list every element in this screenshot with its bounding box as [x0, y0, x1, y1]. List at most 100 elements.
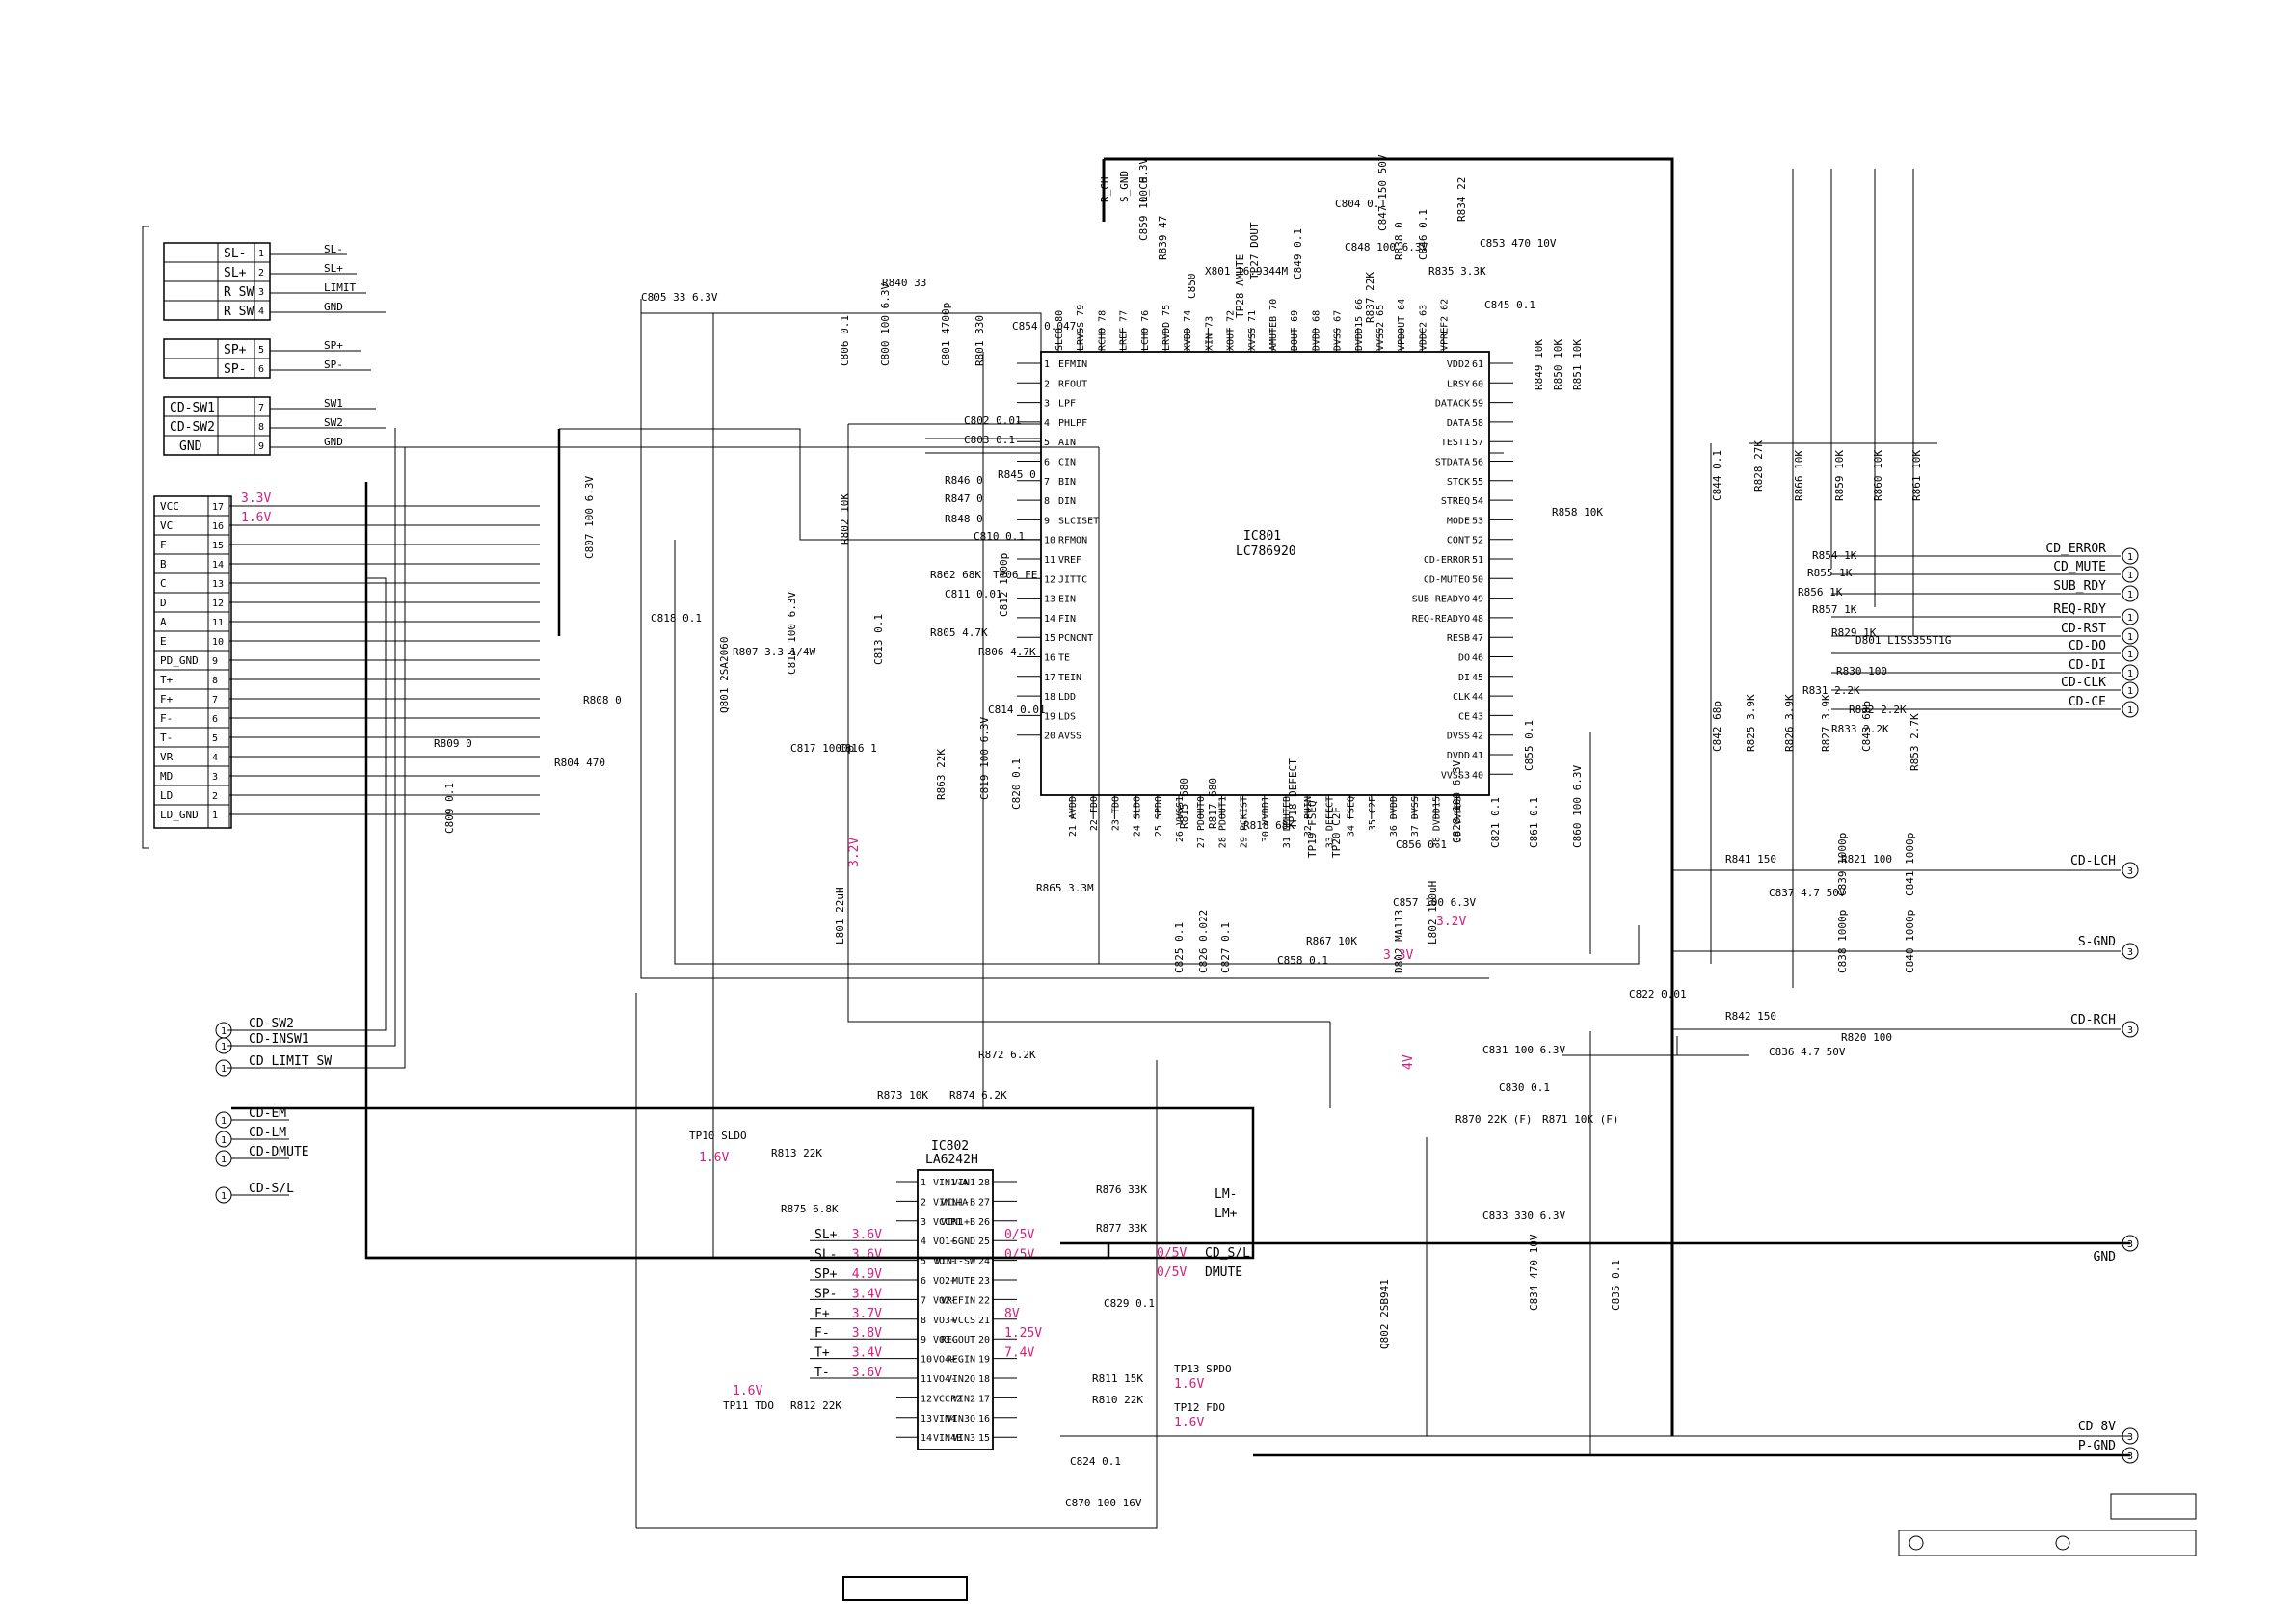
ic802-pin-name: VCCS	[952, 1316, 975, 1326]
sled-pin-number: 3	[258, 287, 264, 298]
ic801-pin-number: 17	[1044, 673, 1055, 683]
ic802-output-net: T+	[814, 1346, 830, 1361]
ic802-pin-voltage: 0/5V	[1004, 1228, 1034, 1242]
ic801-pin-number: 2	[1044, 379, 1050, 389]
ic802-pin-name: VCCP1	[933, 1217, 962, 1228]
component-label: C826 0.022	[1197, 910, 1210, 973]
offpage-connector-icon	[2122, 1021, 2139, 1038]
ic801-pin-name: SUB-READYO	[1412, 595, 1470, 605]
pickup-pin-label: F	[160, 539, 167, 551]
ic802-pin-number: 7	[921, 1295, 926, 1306]
ic801-pin-label: 36 DVDD	[1389, 796, 1400, 837]
ic802-part: LA6242H	[925, 1153, 978, 1167]
ic802-output-voltage: 3.8V	[852, 1326, 882, 1341]
hole-marker-icon	[2055, 1535, 2070, 1551]
ic801-pin-number: 12	[1044, 574, 1055, 585]
component-label: R849 10K	[1533, 339, 1545, 390]
ic802-pin-name: SGND	[952, 1237, 975, 1247]
ic801-pin-name: BIN	[1058, 477, 1076, 488]
ic802-pin-name: VO3+	[933, 1316, 956, 1326]
component-label: R859 10K	[1833, 450, 1846, 501]
left-port-label: CD-SW2	[249, 1017, 294, 1031]
offpage-connector-icon	[2122, 585, 2139, 602]
ic802-pin-number: 14	[921, 1433, 932, 1444]
ic801-pin-name: REQ-READYO	[1412, 614, 1470, 625]
ic802-pin-name: VIN1-B	[941, 1197, 975, 1208]
left-port-label: CD-INSW1	[249, 1032, 309, 1047]
ic802-output-net: SL-	[814, 1248, 837, 1263]
offpage-connector-number: 1	[221, 1116, 227, 1127]
component-label: TP27 DOUT	[1248, 222, 1261, 279]
ic802-pin-number: 5	[921, 1257, 926, 1267]
component-label: R831 2.2K	[1802, 684, 1860, 697]
ic801-pin-name: CE	[1458, 711, 1470, 722]
ic801-pin-name: LRSY	[1447, 379, 1470, 389]
component-label: C840 1000p	[1904, 910, 1916, 973]
ic801-pin-name: DATA	[1447, 418, 1470, 429]
ic802-pin-number: 16	[978, 1414, 990, 1424]
spindle-pin-number: 6	[258, 364, 264, 375]
ic802-pin-name: REGIN	[947, 1355, 975, 1366]
pickup-pin-number: 7	[212, 695, 218, 705]
switch-pin-number: 7	[258, 403, 264, 413]
component-label: R839 47	[1157, 216, 1169, 260]
pickup-pin-label: MD	[160, 770, 173, 783]
component-label: R835 3.3K	[1428, 265, 1486, 278]
ic801-pin-label: XVDD 74	[1183, 310, 1193, 351]
component-label: R804 470	[554, 757, 605, 769]
pickup-pin-number: 1	[212, 811, 218, 821]
offpage-connector-number: 1	[2127, 552, 2133, 563]
ic801-pin-number: 48	[1472, 614, 1483, 625]
port-label: CD-DO	[2069, 639, 2106, 653]
ic801-pin-number: 51	[1472, 555, 1483, 566]
component-label: C859 100 6.3V	[1137, 158, 1150, 241]
spindle-pin-number: 5	[258, 345, 264, 356]
pickup-pin-number: 14	[212, 560, 224, 571]
component-label: C809 0.1	[443, 783, 456, 834]
component-label: R833 2.2K	[1831, 723, 1889, 735]
ic802-pin-name: VIN1-SW	[935, 1257, 976, 1267]
ic801-pin-number: 49	[1472, 595, 1483, 605]
ic801-pin-label: 24 SLDO	[1133, 796, 1143, 837]
offpage-connector-number: 3	[2127, 1451, 2133, 1462]
ic801-pin-name: EIN	[1058, 595, 1076, 605]
ic801-pin-number: 50	[1472, 574, 1483, 585]
offpage-connector-icon	[2122, 664, 2139, 681]
ic801-pin-name: DVSS	[1447, 732, 1470, 742]
pickup-pin-label: E	[160, 635, 167, 648]
ic802-pin-name: VO2-	[933, 1295, 956, 1306]
component-label: C849 0.1	[1292, 228, 1304, 279]
ic801-pin-number: 46	[1472, 653, 1483, 664]
top-net-label: S_GND	[1118, 171, 1131, 202]
ic802-pin-number: 27	[978, 1197, 990, 1208]
ic801-pin-number: 47	[1472, 633, 1483, 644]
offpage-connector-icon	[2122, 547, 2139, 565]
sled-net: GND	[324, 301, 343, 313]
port-label: CD-CE	[2069, 695, 2106, 709]
port-label: SUB_RDY	[2053, 579, 2106, 594]
ic801-pin-name: DIN	[1058, 496, 1076, 507]
component-label: C817 1000p	[790, 742, 854, 755]
ic801-pin-name: LDD	[1058, 692, 1076, 703]
pickup-pin-number: 12	[212, 599, 224, 609]
ic802-output-voltage: 3.6V	[852, 1248, 882, 1263]
component-label: C811 0.01	[945, 588, 1002, 600]
ic801-pin-name: LPF	[1058, 399, 1076, 410]
ic801-pin-number: 5	[1044, 438, 1050, 448]
pickup-pin-number: 6	[212, 714, 218, 725]
component-label: C853 470 10V	[1480, 237, 1557, 250]
component-label: R810 22K	[1092, 1394, 1143, 1406]
ic801-pin-name: JITTC	[1058, 574, 1087, 585]
ic802-pin-number: 25	[978, 1237, 990, 1247]
offpage-connector-number: 3	[2127, 947, 2133, 958]
component-label: C828 100 6.3V	[1451, 760, 1463, 843]
component-label: R865 3.3M	[1036, 882, 1094, 894]
component-label: C839 1000p	[1836, 833, 1849, 896]
ic801-pin-label: 31 DMUTEB	[1282, 796, 1293, 848]
ic802-pin-voltage: 7.4V	[1004, 1346, 1034, 1361]
offpage-connector-icon	[2122, 645, 2139, 662]
component-label: R854 1K	[1812, 549, 1857, 562]
offpage-connector-number: 1	[221, 1135, 227, 1146]
pickup-pin-number: 9	[212, 656, 218, 667]
vc-voltage: 1.6V	[241, 511, 271, 525]
